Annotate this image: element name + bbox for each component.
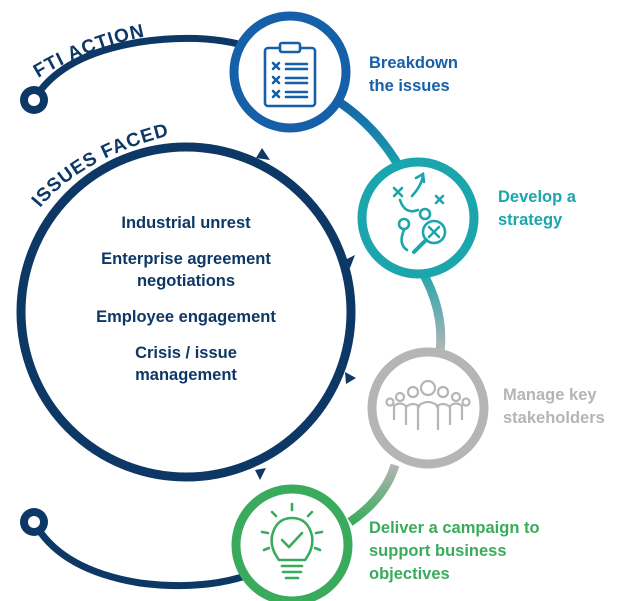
- step-label-develop: Develop a strategy: [498, 188, 576, 229]
- issue-item: Employee engagement: [96, 308, 276, 326]
- people-group-icon: [385, 379, 471, 430]
- strategy-magnifier-icon: [392, 171, 447, 254]
- arc-grey-green: [347, 463, 400, 526]
- step-manage-circle: [367, 347, 489, 469]
- issues-list: Industrial unrest Enterprise agreement n…: [70, 212, 302, 400]
- step-label-breakdown: Breakdown the issues: [369, 54, 458, 95]
- clipboard-checklist-icon: [263, 41, 317, 108]
- step-label-manage: Manage key stakeholders: [503, 386, 605, 427]
- step-label-deliver: Deliver a campaign to support business o…: [369, 519, 540, 583]
- top-lead-line: [30, 34, 260, 102]
- fti-action-label: FTI ACTION: [30, 21, 147, 83]
- bottom-lead-line: [30, 520, 264, 590]
- lightbulb-check-icon: [260, 502, 324, 580]
- step-develop-circle: [357, 157, 479, 279]
- issue-item: Industrial unrest: [121, 214, 251, 232]
- arc-teal-grey: [416, 265, 446, 353]
- issue-item: Crisis / issue management: [135, 344, 237, 384]
- issues-circle: [16, 142, 356, 482]
- step-deliver-circle: [231, 484, 353, 601]
- issue-item: Enterprise agreement negotiations: [101, 250, 271, 290]
- arc-blue-teal: [333, 96, 404, 171]
- step-breakdown-circle: [229, 11, 351, 133]
